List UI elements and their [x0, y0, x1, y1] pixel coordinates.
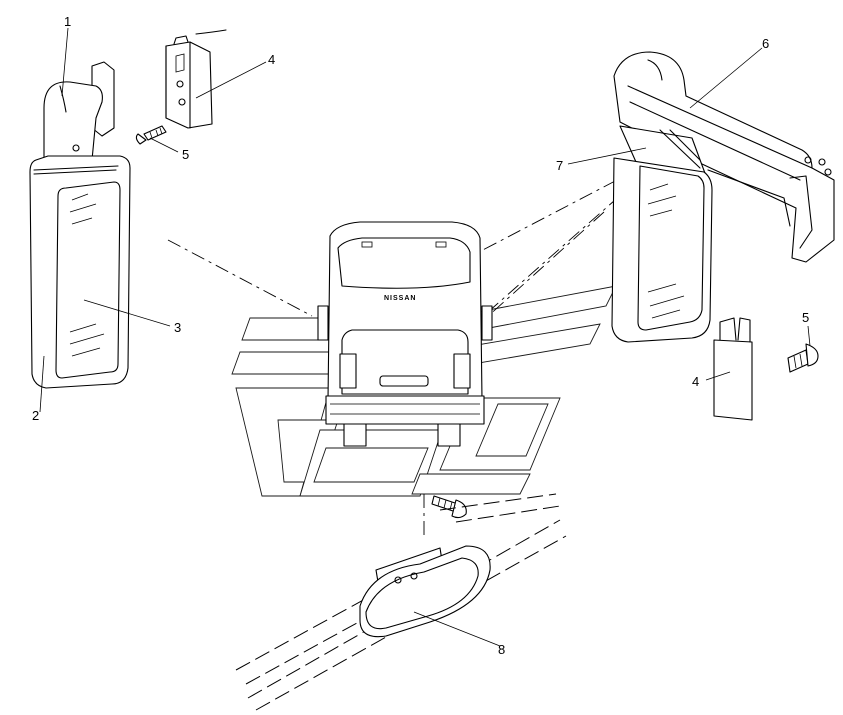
callout-6: 6 — [762, 36, 769, 51]
bus-rear-view: NISSAN — [317, 221, 493, 447]
part-8-under-mirror — [359, 545, 491, 638]
part-7-mirror-glass-right — [611, 125, 713, 343]
part-5-screw-top — [135, 125, 167, 145]
callout-8: 8 — [498, 642, 505, 657]
leader-lines — [39, 27, 811, 647]
watermark-logo — [231, 285, 617, 497]
callout-2: 2 — [32, 408, 39, 423]
part-1-mirror-arm — [43, 61, 115, 161]
callout-4-right: 4 — [692, 374, 699, 389]
callout-7: 7 — [556, 158, 563, 173]
part-6-mirror-stay — [613, 51, 835, 263]
part-3-mirror-glass — [55, 181, 121, 379]
part-4-clamp-right — [713, 317, 753, 421]
part-5-screw-right — [787, 343, 819, 373]
callout-3: 3 — [174, 320, 181, 335]
callout-5-right: 5 — [802, 310, 809, 325]
callout-1: 1 — [64, 14, 71, 29]
part-screw-lower — [431, 495, 467, 519]
callout-4-top: 4 — [268, 52, 275, 67]
callout-labels: 1 2 3 4 5 6 7 4 5 8 — [32, 14, 809, 657]
bus-badge: NISSAN — [384, 295, 416, 302]
part-4-clamp-top — [165, 29, 227, 129]
callout-5-top: 5 — [182, 147, 189, 162]
